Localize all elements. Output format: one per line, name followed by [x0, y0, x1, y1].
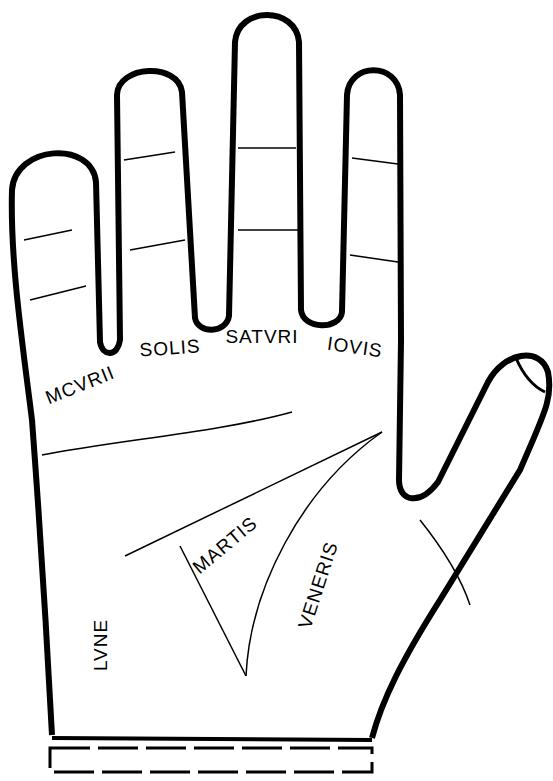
wrist-band	[50, 738, 372, 772]
mount-label: IOVIS	[326, 334, 384, 361]
palm-lines	[42, 412, 470, 676]
finger-joints	[24, 148, 398, 300]
mount-label: MCVRII	[43, 363, 117, 408]
mount-label: VENERIS	[295, 539, 341, 631]
mount-label: SOLIS	[139, 336, 201, 359]
hand-contour	[12, 15, 550, 738]
mount-label: SATVRI	[225, 327, 298, 346]
mount-label: LVNE	[91, 619, 110, 671]
mount-label: MARTIS	[189, 513, 261, 577]
thumb-nail	[516, 358, 545, 392]
